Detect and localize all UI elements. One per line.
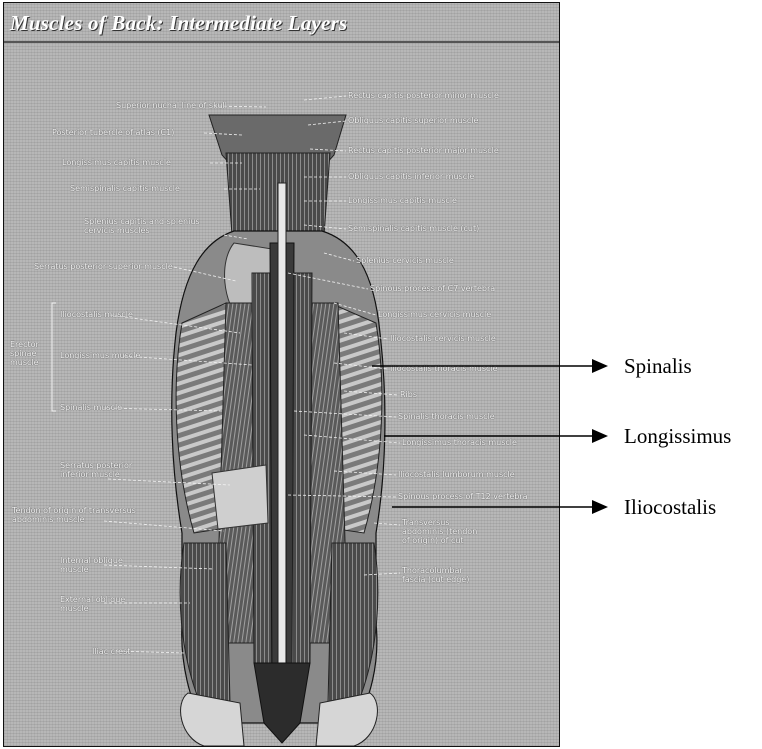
label-longissimus-capitis-right: Longissimus capitis muscle (348, 196, 457, 205)
callout-spinalis: Spinalis (624, 354, 692, 379)
label-transversus-abdominis-aponeurosis: Transversus abdominis (tendon of origin)… (402, 518, 478, 545)
label-serratus-posterior-inferior: Serratus posterior inferior muscle (60, 461, 150, 479)
serratus-inferior (212, 465, 268, 529)
label-iliocostalis-lumborum: Iliocostalis lumborum muscle (398, 470, 515, 479)
label-external-oblique: External oblique muscle (60, 595, 132, 613)
label-superior-nuchal-line: Superior nuchal line of skull (116, 101, 227, 110)
label-spinous-process-c7: Spinous process of C7 vertebra (370, 284, 495, 293)
label-transversus-abdominis-origin: Tendon of origin of transversus abdomini… (12, 506, 142, 524)
label-rectus-capitis-major: Rectus capitis posterior major muscle (348, 146, 499, 155)
label-iliocostalis-muscle: Iliocostalis muscle (60, 310, 133, 319)
spine (278, 183, 286, 703)
label-semispinalis-capitis-left: Semispinalis capitis muscle (70, 184, 180, 193)
label-splenius-cervicis: Splenius cervicis muscle (356, 256, 454, 265)
callout-iliocostalis: Iliocostalis (624, 495, 716, 520)
label-longissimus-cervicis: Longissimus cervicis muscle (378, 310, 491, 319)
label-obliquus-superior: Obliquus capitis superior muscle (348, 116, 478, 125)
label-ribs: Ribs (400, 390, 417, 399)
label-spinalis-thoracis: Spinalis thoracis muscle (398, 412, 495, 421)
callout-longissimus: Longissimus (624, 424, 731, 449)
label-obliquus-inferior: Obliquus capitis inferior muscle (348, 172, 474, 181)
label-longissimus-thoracis: Longissimus thoracis muscle (402, 438, 517, 447)
label-semispinalis-capitis-right: Semispinalis capitis muscle (cut) (348, 224, 479, 233)
back-muscles-illustration (4, 3, 559, 746)
label-iliac-crest: Iliac crest (92, 647, 130, 656)
label-spinous-process-t12: Spinous process of T12 vertebra (398, 492, 528, 501)
spinalis-arrow-head (592, 359, 608, 373)
erector-brace (52, 303, 56, 411)
label-longissimus-capitis-left: Longissimus capitis muscle (62, 158, 171, 167)
sacrum (254, 663, 310, 743)
label-serratus-posterior-superior: Serratus posterior superior muscle (34, 262, 173, 271)
label-erector-spinae: Erector spinae muscle (10, 340, 48, 367)
label-iliocostalis-cervicis: Iliocostalis cervicis muscle (390, 334, 496, 343)
label-longissimus-muscle: Longissimus muscle (60, 351, 140, 360)
label-rectus-capitis-minor: Rectus capitis posterior minor muscle (348, 91, 499, 100)
iliocostalis-arrow-head (592, 500, 608, 514)
label-iliocostalis-thoracis: Iliocostalis thoracis muscle (390, 364, 498, 373)
label-splenius-capitis-cervicis: Splenius capitis and splenius cervicis m… (84, 217, 226, 235)
anatomy-plate: Muscles of Back: Intermediate Layers (3, 2, 560, 747)
label-spinalis-muscle: Spinalis muscle (60, 403, 122, 412)
spinalis-left (270, 243, 278, 693)
longissimus-right (292, 273, 312, 663)
label-posterior-tubercle-atlas: Posterior tubercle of atlas (C1) (52, 128, 174, 137)
longissimus-arrow-head (592, 429, 608, 443)
label-internal-oblique: Internal oblique muscle (60, 556, 130, 574)
label-thoracolumbar-fascia: Thoracolumbar fascia (cut edge) (402, 566, 472, 584)
